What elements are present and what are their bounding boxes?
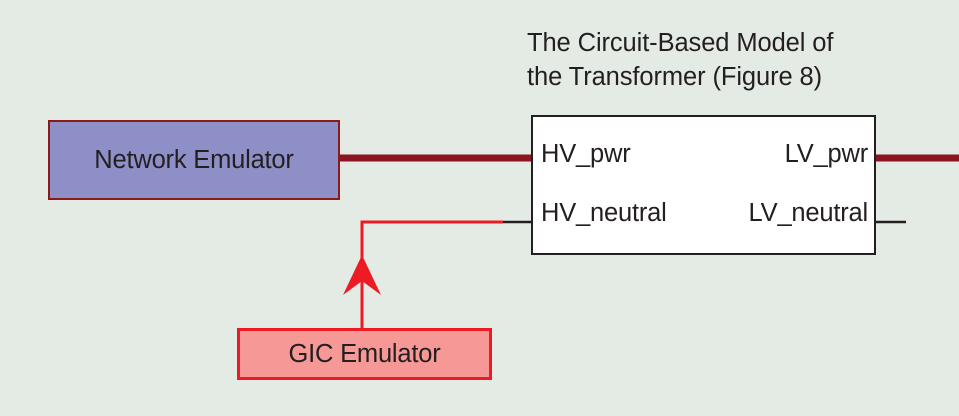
page-title: The Circuit-Based Model of the Transform… [527, 29, 834, 91]
network-emulator-block[interactable]: Network Emulator [48, 120, 340, 200]
port-label-lv-neutral: LV_neutral [748, 199, 869, 227]
arrowhead-up-icon [343, 255, 381, 295]
wire-gic-to-hv-neutral [360, 220, 503, 330]
gic-emulator-block[interactable]: GIC Emulator [237, 328, 492, 380]
gic-emulator-label: GIC Emulator [288, 339, 441, 368]
network-emulator-label: Network Emulator [94, 145, 294, 174]
port-label-hv-pwr: HV_pwr [541, 140, 631, 168]
port-label-lv-pwr: LV_pwr [784, 140, 869, 168]
transformer-block[interactable]: HV_pwr LV_pwr HV_neutral LV_neutral [531, 115, 876, 255]
port-label-hv-neutral: HV_neutral [541, 199, 667, 227]
